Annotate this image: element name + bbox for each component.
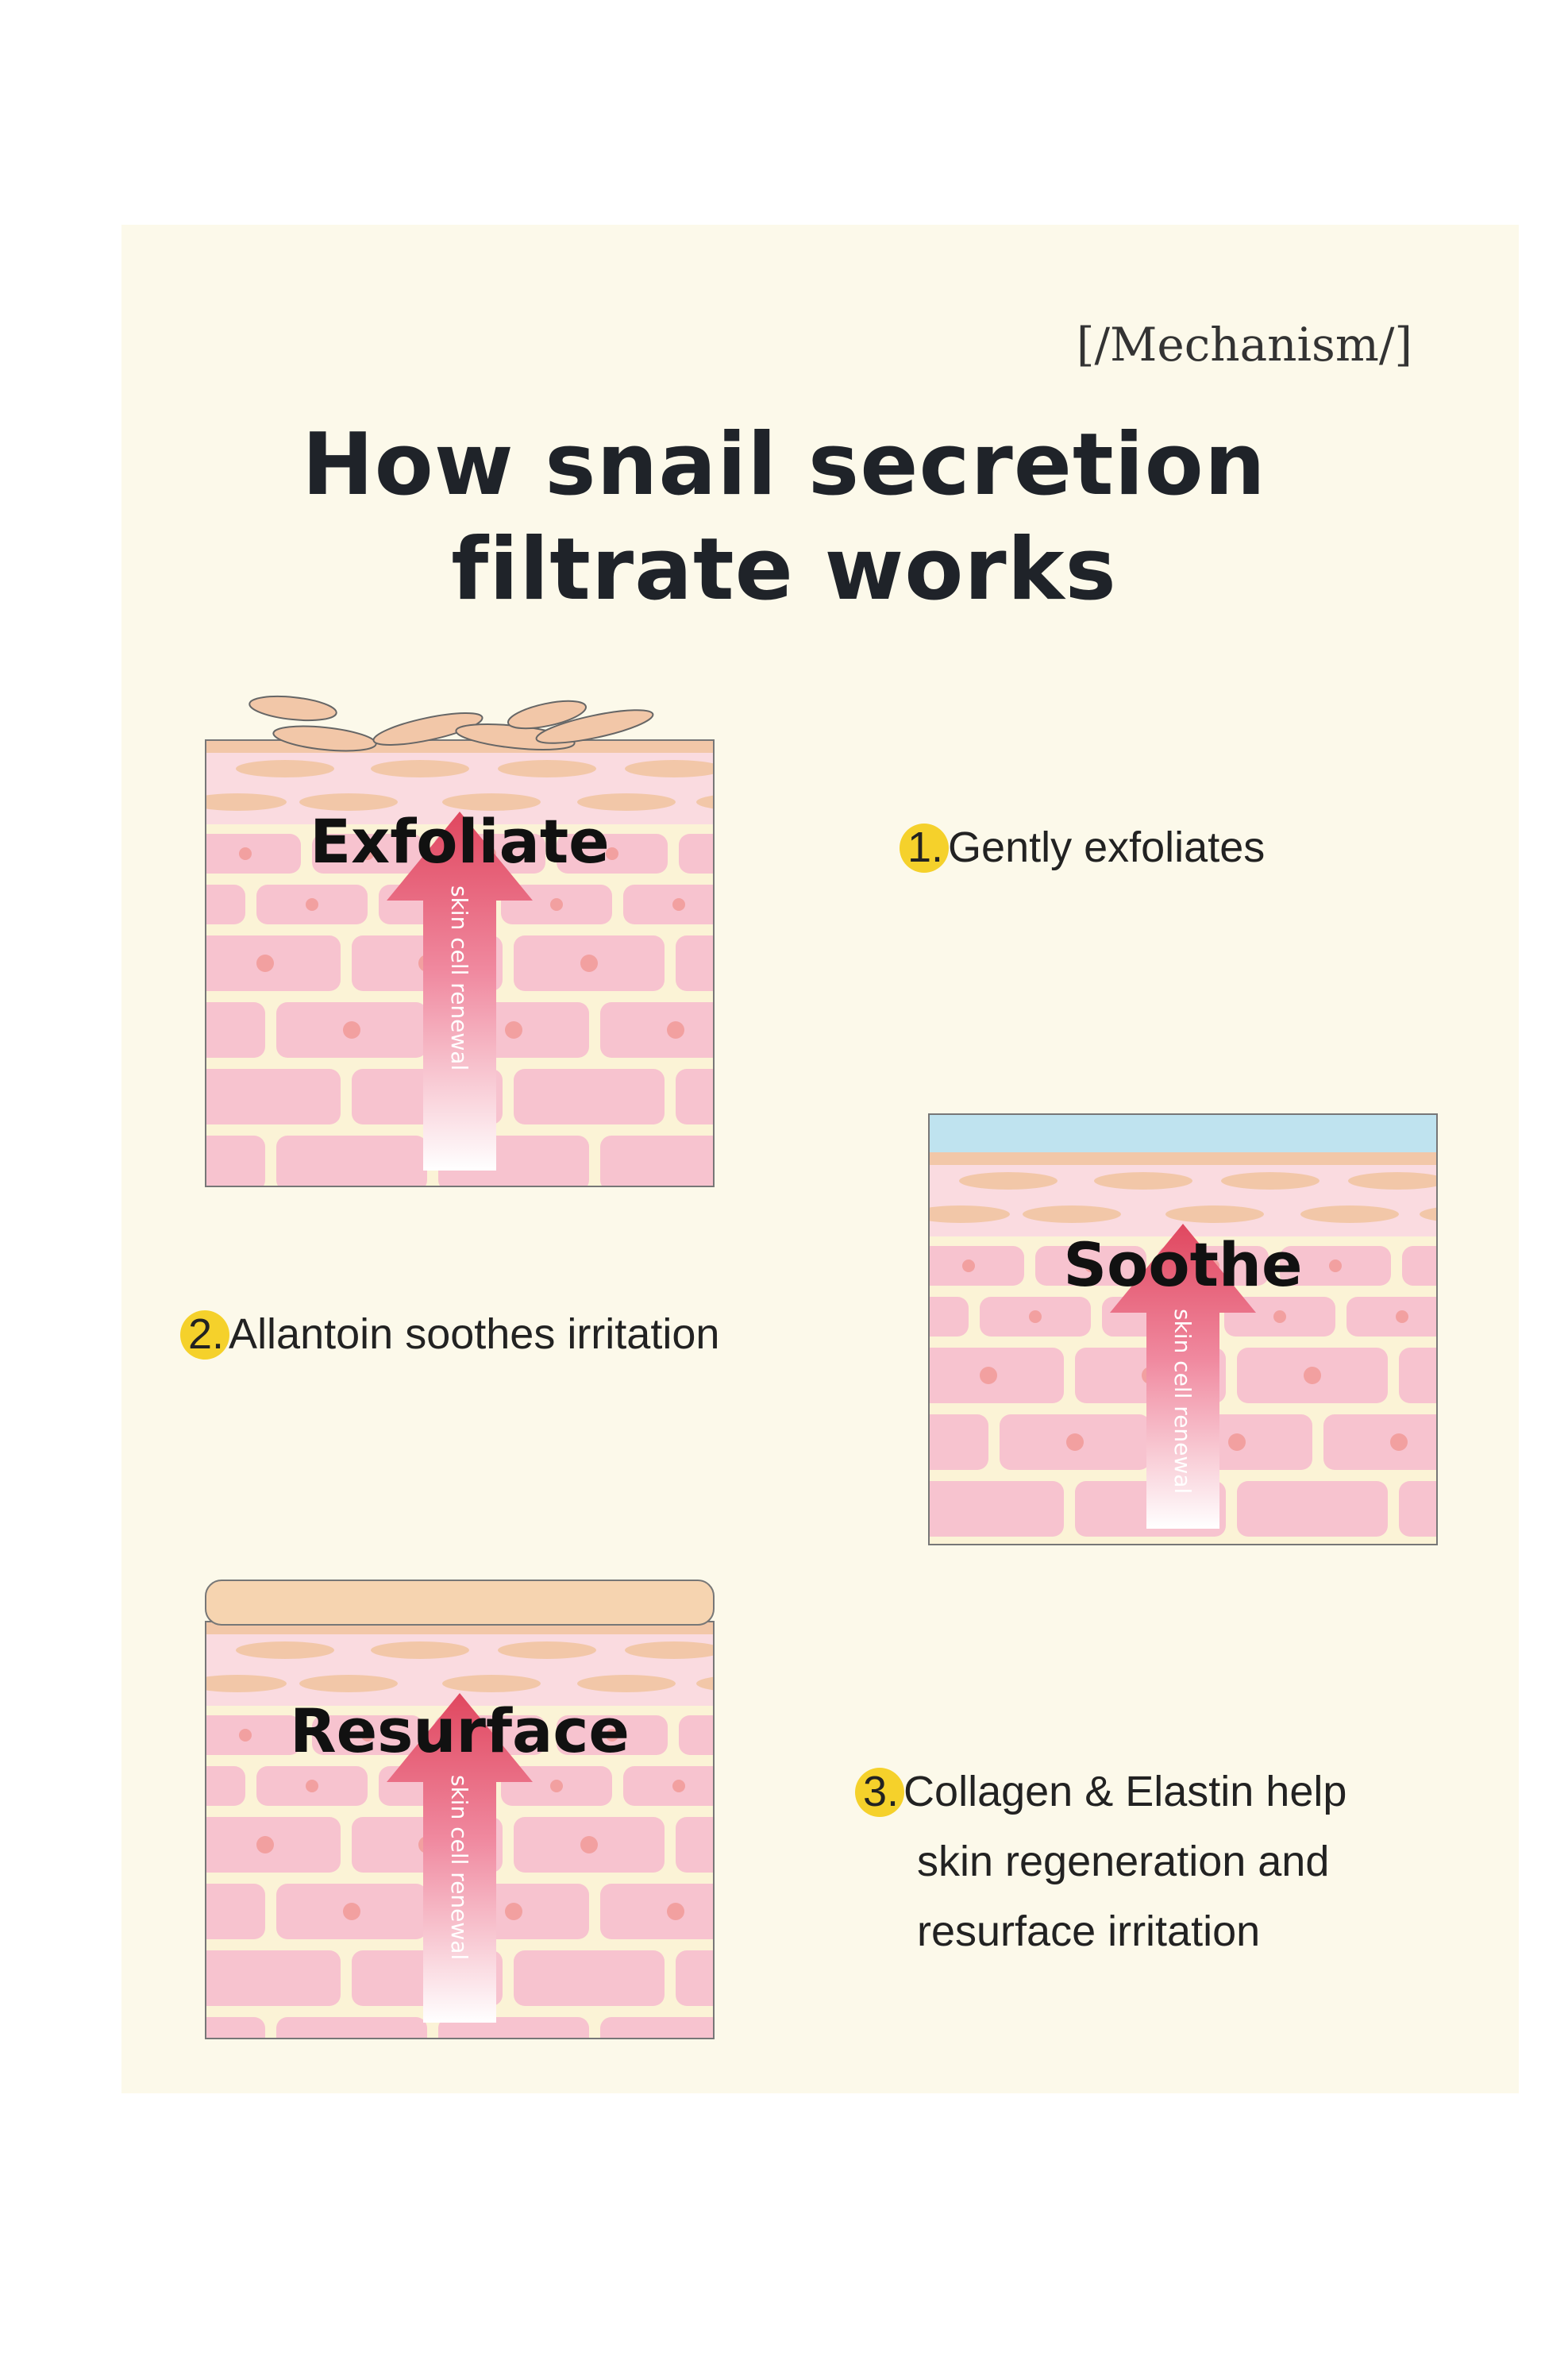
step-text: skin regeneration and <box>917 1838 1330 1885</box>
step-text: Allantoin soothes irritation <box>229 1310 720 1358</box>
skin-layers-illustration: skin cell renewal <box>205 1580 715 2039</box>
skin-layers-illustration: skin cell renewal <box>928 1113 1438 1545</box>
upward-arrow-icon <box>387 812 533 1171</box>
step-number-badge: 2. <box>179 1299 230 1369</box>
step-number-badge: 1. <box>899 812 950 882</box>
step-text: resurface irritation <box>917 1907 1261 1955</box>
step-1: 1.Gently exfoliates <box>899 812 1266 882</box>
soothe-diagram: skin cell renewal Soothe <box>928 1113 1438 1545</box>
panel-label: Exfoliate <box>310 806 610 877</box>
upward-arrow-icon <box>1110 1224 1256 1529</box>
panel-label: Soothe <box>1063 1229 1303 1300</box>
dead-skin-flake <box>372 712 483 746</box>
dead-skin-flake <box>248 695 337 722</box>
skin-layers-illustration: skin cell renewal <box>205 695 715 1187</box>
arrow-text: skin cell renewal <box>1169 1309 1196 1494</box>
dead-skin-flake <box>272 725 377 752</box>
step-text: Gently exfoliates <box>948 824 1266 871</box>
arrow-text: skin cell renewal <box>446 885 472 1070</box>
step-text: Collagen & Elastin help <box>903 1768 1347 1815</box>
title-line: filtrate works <box>451 520 1117 619</box>
step-number-badge: 3. <box>854 1757 905 1826</box>
step-2: 2.Allantoin soothes irritation <box>179 1299 720 1369</box>
dead-skin-flake <box>535 709 654 744</box>
panel-label: Resurface <box>290 1695 630 1766</box>
arrow-text: skin cell renewal <box>446 1775 472 1960</box>
resurface-diagram: skin cell renewal Resurface <box>205 1580 715 2039</box>
page-title: How snail secretion filtrate works <box>0 413 1568 623</box>
section-tag: [/Mechanism/] <box>1076 318 1412 372</box>
smooth-skin-surface <box>205 1580 715 1626</box>
step-3: 3.Collagen & Elastin help skin regenerat… <box>854 1757 1347 1966</box>
dead-skin-flake <box>507 700 587 730</box>
title-line: How snail secretion <box>302 415 1266 515</box>
upward-arrow-icon <box>387 1693 533 2023</box>
exfoliate-diagram: skin cell renewal Exfoliate <box>205 691 715 1187</box>
